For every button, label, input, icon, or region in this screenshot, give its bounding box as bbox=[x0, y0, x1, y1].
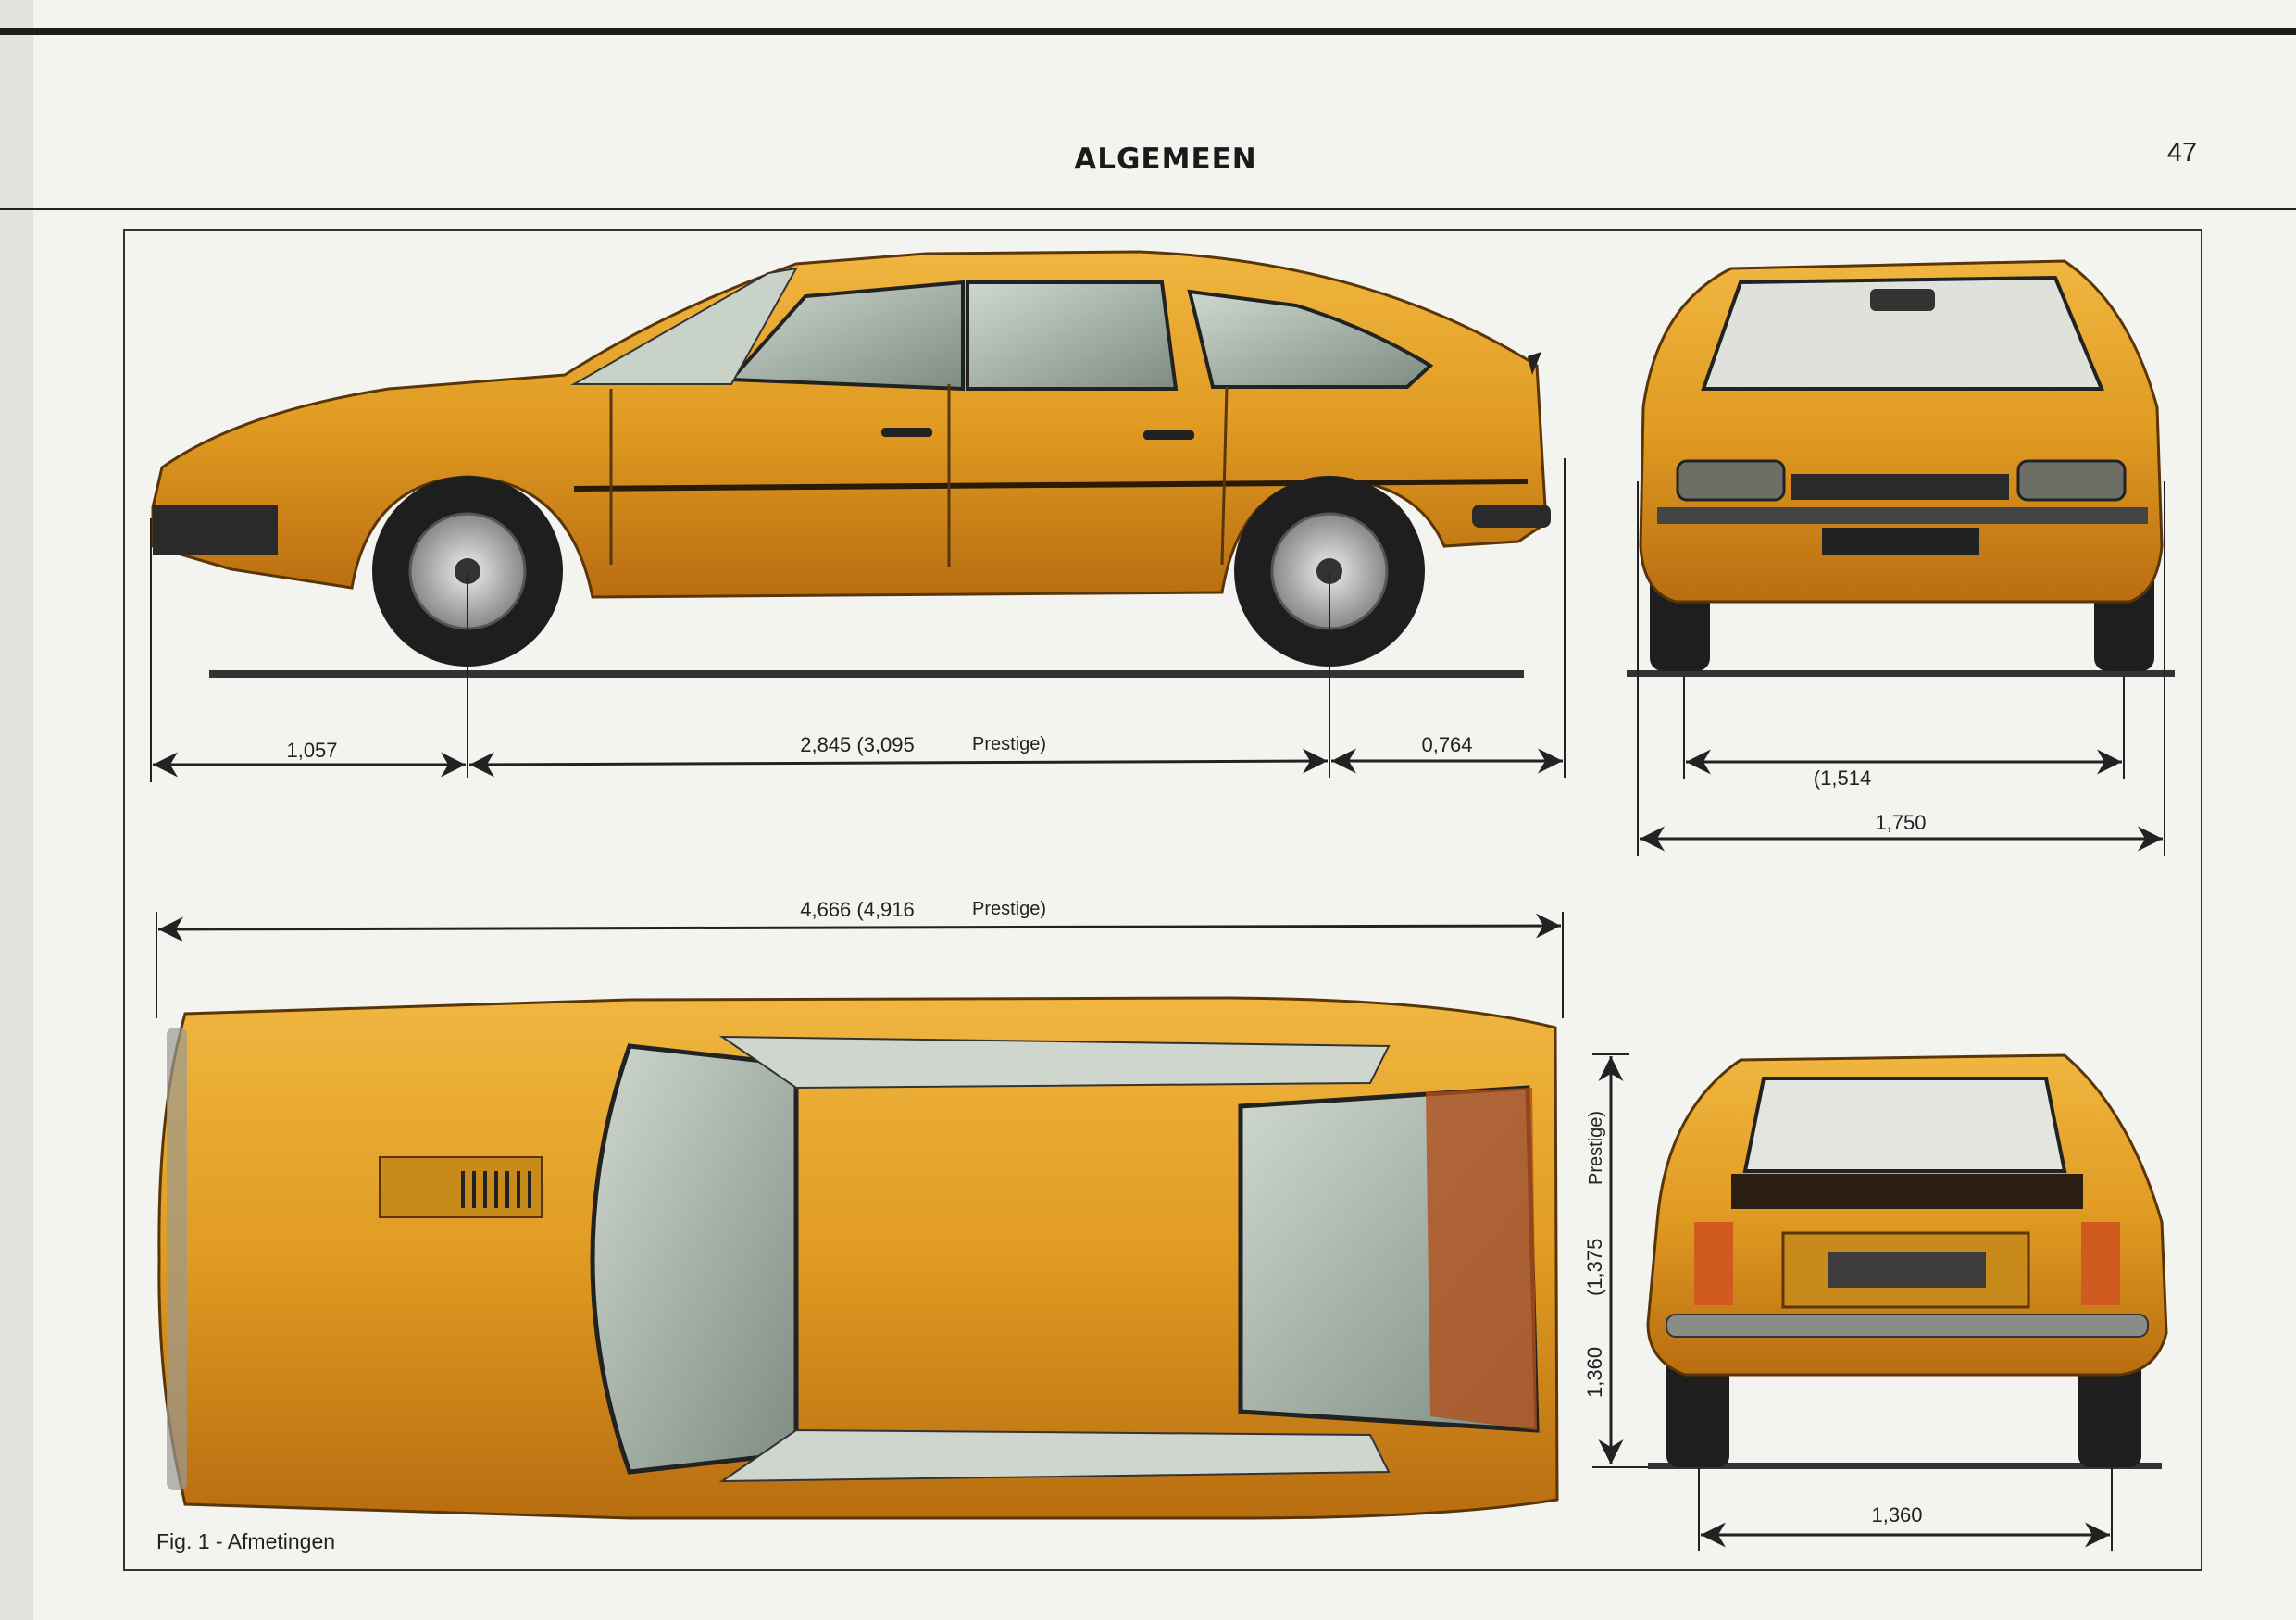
dim-height-note: Prestige) bbox=[1586, 1111, 1606, 1185]
car-top-view bbox=[157, 996, 1559, 1520]
dim-rear-overhang: 0,764 bbox=[1421, 733, 1472, 756]
front-dimensions: (1,514 1,750 bbox=[1637, 481, 2165, 856]
dim-height-prestige: (1,375 bbox=[1583, 1239, 1606, 1296]
car-front-view bbox=[1627, 259, 2175, 677]
dim-height: 1,360 bbox=[1583, 1347, 1606, 1398]
binding-shadow bbox=[0, 0, 33, 1620]
dim-overall-length-note: Prestige) bbox=[972, 899, 1046, 919]
dim-overall-width: 1,750 bbox=[1875, 811, 1926, 834]
dim-front-overhang: 1,057 bbox=[286, 739, 337, 762]
dim-rear-track: 1,360 bbox=[1871, 1503, 1922, 1527]
top-edge-line bbox=[0, 28, 2296, 35]
dim-wheelbase: 2,845 (3,095 bbox=[800, 733, 915, 756]
rear-dimensions: 1,360 (1,375 Prestige) 1,360 bbox=[1583, 1053, 2113, 1551]
side-dimensions: 1,057 2,845 (3,095 Prestige) 0,764 4,666… bbox=[150, 458, 1566, 1018]
page-title: ALGEMEEN bbox=[1074, 143, 1257, 176]
car-rear-view bbox=[1646, 1053, 2168, 1469]
page-number: 47 bbox=[2167, 138, 2197, 168]
dim-wheelbase-note: Prestige) bbox=[972, 734, 1046, 754]
figure-caption: Fig. 1 - Afmetingen bbox=[156, 1529, 335, 1553]
figure-frame bbox=[123, 229, 2202, 1571]
dim-overall-length: 4,666 (4,916 bbox=[800, 898, 915, 921]
dim-front-track: (1,514 bbox=[1814, 766, 1871, 790]
car-side-view bbox=[151, 250, 1551, 678]
